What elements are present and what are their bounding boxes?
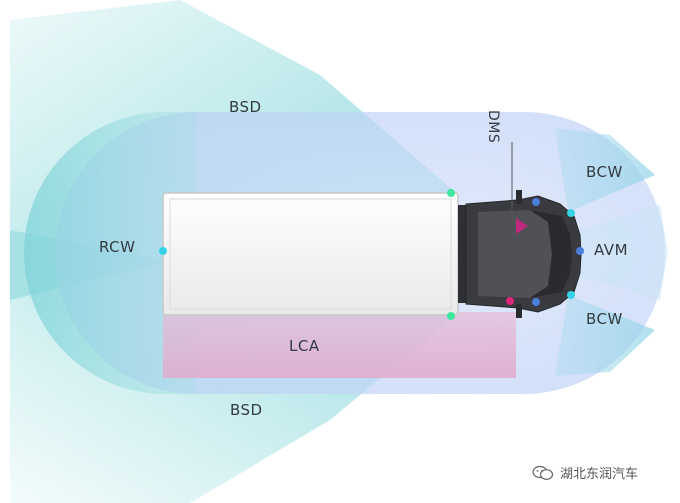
bcw-zone-top	[555, 128, 655, 212]
truck-coupling	[458, 205, 468, 303]
sensor-cab-bottom	[532, 298, 540, 306]
sensor-front-bottom	[567, 291, 575, 299]
right-mirror	[516, 304, 522, 318]
rcw-label: RCW	[99, 238, 136, 256]
wechat-icon	[532, 465, 554, 480]
avm-zone	[580, 205, 668, 300]
lca-label: LCA	[289, 337, 320, 355]
bcw-label-bottom: BCW	[586, 310, 623, 328]
sensor-front-top	[567, 209, 575, 217]
bsd-label-top: BSD	[229, 98, 262, 116]
avm-label: AVM	[594, 241, 629, 259]
dms-label: DMS	[485, 110, 501, 144]
sensor-box-front-bottom	[447, 312, 455, 320]
bcw-zone-bottom	[555, 295, 655, 376]
rcw-zone	[24, 112, 196, 394]
sensor-front-center	[576, 247, 584, 255]
left-mirror	[516, 190, 522, 204]
bcw-label-top: BCW	[586, 163, 623, 181]
lca-zone	[163, 312, 516, 378]
watermark-text: 湖北东润汽车	[560, 466, 639, 481]
sensor-cab-top	[532, 198, 540, 206]
sensor-cab-left-magenta	[506, 297, 514, 305]
bsd-label-bottom: BSD	[230, 401, 263, 419]
truck-cargo-box	[162, 192, 459, 316]
sensor-box-front-top	[447, 189, 455, 197]
dms-camera-marker	[516, 218, 528, 234]
sensor-rear-center	[159, 247, 167, 255]
watermark: 湖北东润汽车	[532, 463, 638, 482]
